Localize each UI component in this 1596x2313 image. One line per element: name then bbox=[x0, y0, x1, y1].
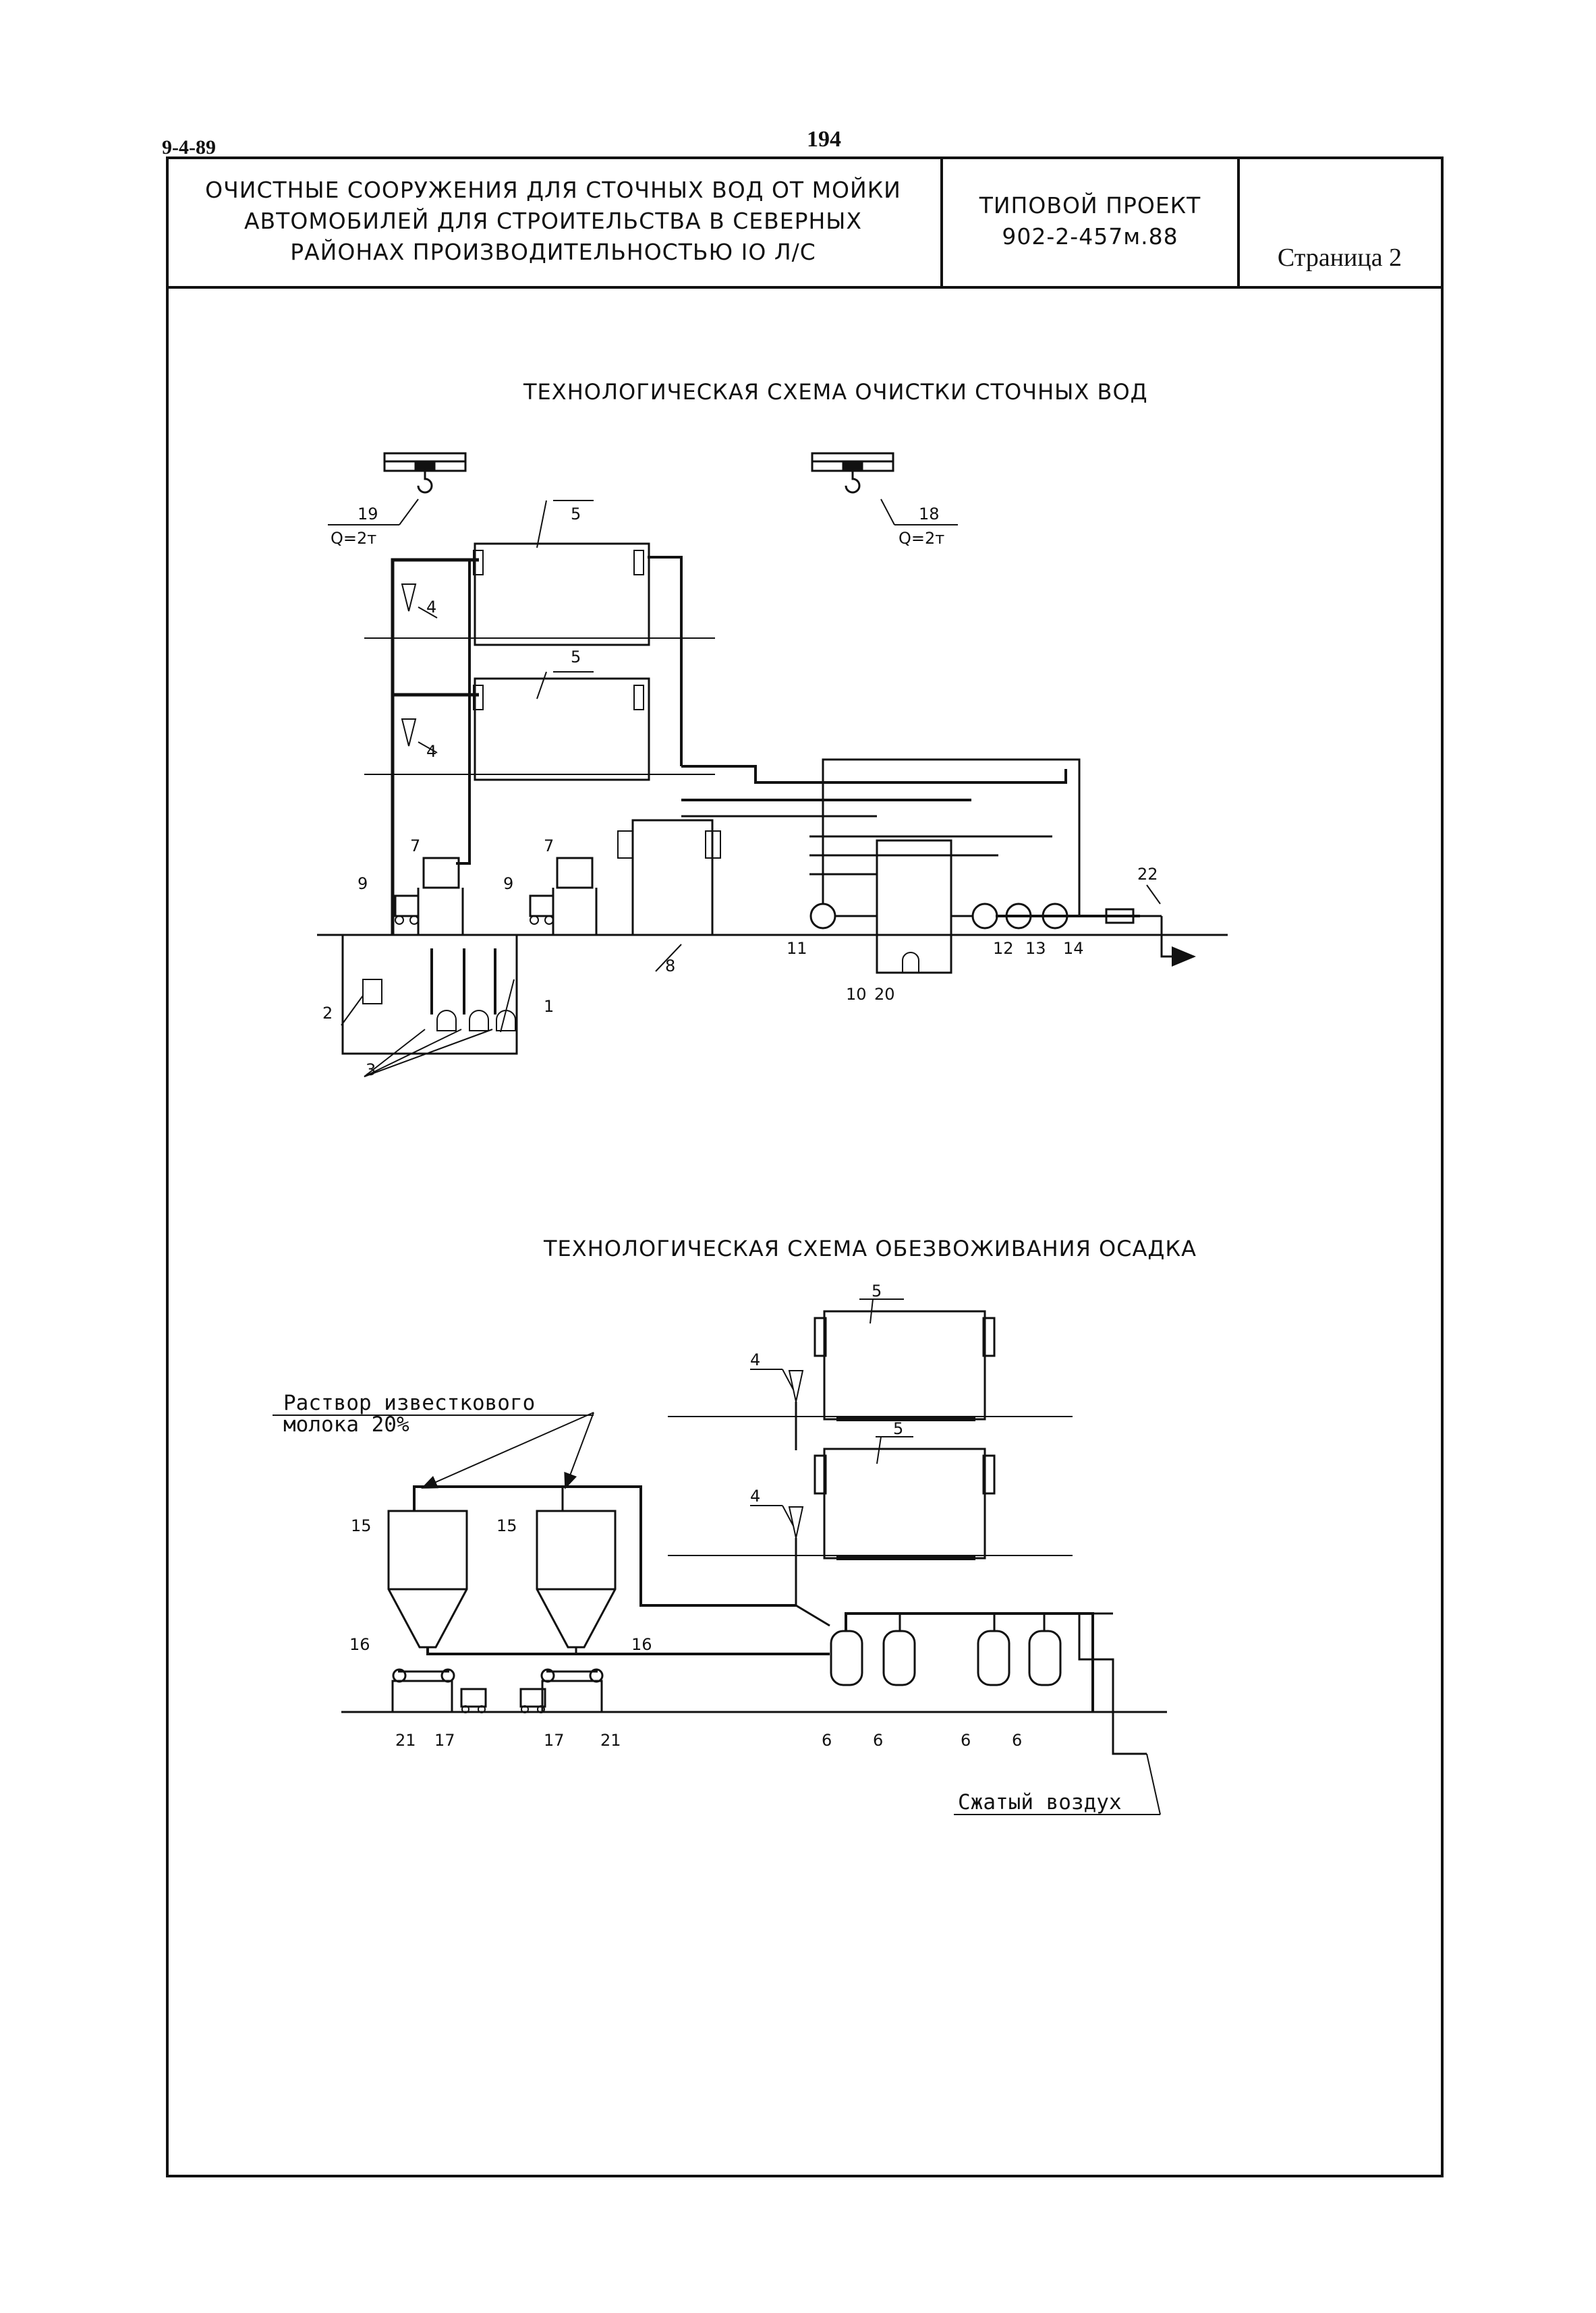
label-6: 6 bbox=[822, 1731, 832, 1750]
title-line-1: ОЧИСТНЫЕ СООРУЖЕНИЯ ДЛЯ СТОЧНЫХ ВОД ОТ М… bbox=[205, 177, 901, 203]
crane-19-capacity: Q=2т bbox=[331, 529, 376, 548]
label-1: 1 bbox=[544, 997, 554, 1016]
label-6: 6 bbox=[961, 1731, 971, 1750]
conveyor-icon bbox=[391, 1668, 604, 1713]
label-17: 17 bbox=[544, 1731, 565, 1750]
label-15: 15 bbox=[351, 1516, 372, 1535]
label-21: 21 bbox=[395, 1731, 416, 1750]
label-4: 4 bbox=[426, 598, 436, 617]
label-4: 4 bbox=[750, 1487, 760, 1506]
label-9: 9 bbox=[503, 874, 513, 893]
label-22: 22 bbox=[1137, 865, 1158, 884]
label-7: 7 bbox=[410, 836, 420, 855]
silo-icon bbox=[387, 1510, 617, 1649]
lime-label-line-2: молока 20% bbox=[283, 1412, 409, 1437]
crane-18-label: 18 bbox=[919, 505, 940, 523]
label-2: 2 bbox=[322, 1004, 333, 1023]
label-20: 20 bbox=[874, 985, 895, 1004]
crane-18-capacity: Q=2т bbox=[899, 529, 944, 548]
label-6: 6 bbox=[1012, 1731, 1022, 1750]
label-8: 8 bbox=[665, 956, 675, 975]
label-5: 5 bbox=[571, 648, 581, 666]
title-block-page: Страница 2 bbox=[1240, 156, 1440, 286]
crane-hook-icon bbox=[383, 452, 467, 494]
sheet-number: 194 bbox=[807, 127, 841, 152]
compressed-air-label: Сжатый воздух bbox=[958, 1790, 1122, 1815]
label-4: 4 bbox=[426, 742, 436, 761]
page-number: Страница 2 bbox=[1277, 244, 1402, 272]
crane-19-label: 19 bbox=[358, 505, 378, 523]
title-block-description: ОЧИСТНЫЕ СООРУЖЕНИЯ ДЛЯ СТОЧНЫХ ВОД ОТ М… bbox=[166, 156, 943, 286]
crane-hook-icon bbox=[811, 452, 894, 494]
label-3: 3 bbox=[366, 1060, 376, 1079]
label-7: 7 bbox=[544, 836, 554, 855]
label-6: 6 bbox=[873, 1731, 883, 1750]
label-14: 14 bbox=[1063, 939, 1084, 958]
label-16: 16 bbox=[349, 1635, 370, 1654]
label-11: 11 bbox=[787, 939, 807, 958]
scheme1-title: ТЕХНОЛОГИЧЕСКАЯ СХЕМА ОЧИСТКИ СТОЧНЫХ ВО… bbox=[523, 379, 1148, 405]
title-block-project: ТИПОВОЙ ПРОЕКТ 902-2-457м.88 bbox=[943, 156, 1240, 286]
document-code: 9-4-89 bbox=[162, 136, 216, 159]
label-21: 21 bbox=[600, 1731, 621, 1750]
label-5: 5 bbox=[893, 1419, 903, 1438]
title-line-2: АВТОМОБИЛЕЙ ДЛЯ СТРОИТЕЛЬСТВА В СЕВЕРНЫХ bbox=[244, 208, 863, 234]
filter-press-icon bbox=[814, 1310, 996, 1560]
project-number: 902-2-457м.88 bbox=[1002, 223, 1178, 250]
scheme2-labels: 5 5 4 4 15 15 16 16 21 21 17 17 6 6 6 6 … bbox=[283, 1282, 1122, 1815]
scheme2 bbox=[273, 1298, 1167, 1815]
label-4: 4 bbox=[750, 1350, 760, 1369]
label-5: 5 bbox=[571, 505, 581, 523]
drawing-frame bbox=[166, 156, 1444, 2177]
label-15: 15 bbox=[496, 1516, 517, 1535]
label-16: 16 bbox=[631, 1635, 652, 1654]
filter-units bbox=[830, 1630, 1062, 1686]
title-line-3: РАЙОНАХ ПРОИЗВОДИТЕЛЬНОСТЬЮ IO Л/С bbox=[290, 239, 816, 265]
scheme1 bbox=[317, 452, 1228, 1077]
lime-label-line-1: Раствор известкового bbox=[283, 1391, 535, 1415]
label-5: 5 bbox=[872, 1282, 882, 1301]
title-block: ОЧИСТНЫЕ СООРУЖЕНИЯ ДЛЯ СТОЧНЫХ ВОД ОТ М… bbox=[166, 156, 1444, 289]
label-9: 9 bbox=[358, 874, 368, 893]
label-13: 13 bbox=[1025, 939, 1046, 958]
label-17: 17 bbox=[434, 1731, 455, 1750]
label-10: 10 bbox=[846, 985, 867, 1004]
scheme2-title: ТЕХНОЛОГИЧЕСКАЯ СХЕМА ОБЕЗВОЖИВАНИЯ ОСАД… bbox=[544, 1236, 1197, 1261]
scheme1-labels: 19 Q=2т 18 Q=2т 5 5 4 4 7 7 9 9 8 1 2 3 … bbox=[322, 505, 1158, 1079]
label-12: 12 bbox=[993, 939, 1014, 958]
project-label: ТИПОВОЙ ПРОЕКТ bbox=[979, 192, 1201, 219]
